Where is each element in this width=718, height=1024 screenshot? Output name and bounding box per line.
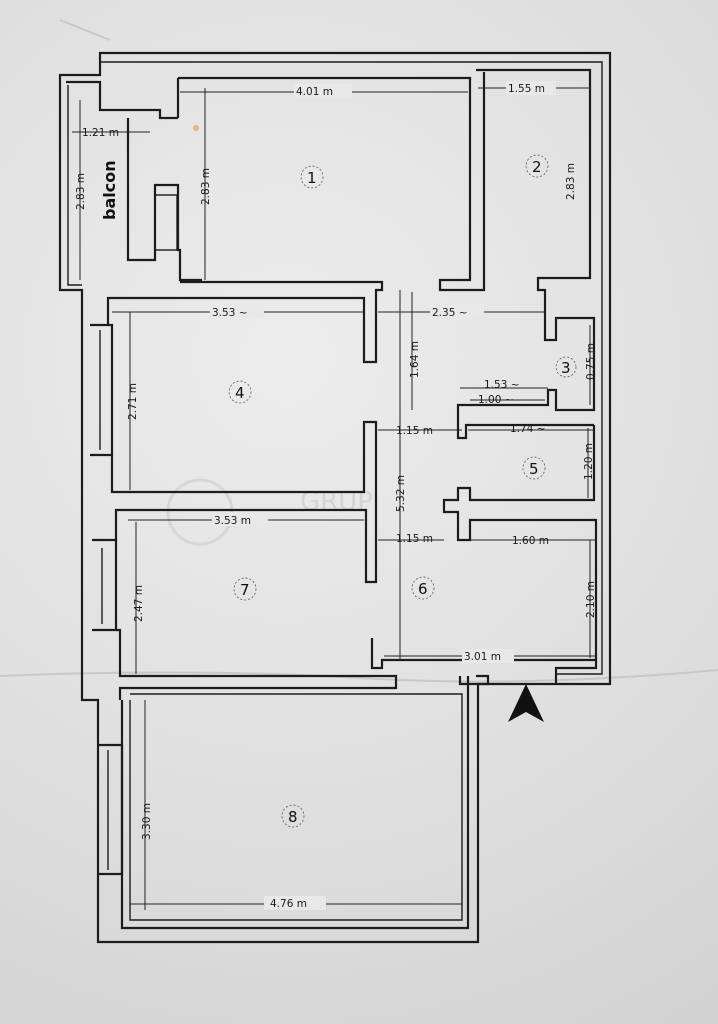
dim-room4-height: 2.71 m bbox=[127, 383, 139, 420]
dim-room3-width: 1.53 ~ bbox=[484, 379, 520, 391]
room-7-walls bbox=[92, 538, 398, 700]
dim-room1-width: 4.01 m bbox=[296, 86, 333, 98]
dim-hall-length: 5.32 m bbox=[395, 475, 407, 512]
dim-room5-width: 1.74 ~ bbox=[510, 423, 546, 435]
dim-hall-width: 2.35 ~ bbox=[432, 307, 468, 319]
dim-room8-height: 3.30 m bbox=[141, 803, 153, 840]
dim-room2-height: 2.83 m bbox=[565, 163, 577, 200]
room-2-label: 2 bbox=[532, 158, 542, 176]
room-6-walls bbox=[370, 638, 596, 686]
dimension-labels: 4.01 m 1.55 m 1.21 m 2.83 m 2.83 m 2.83 … bbox=[75, 81, 597, 910]
room-4-label: 4 bbox=[235, 384, 245, 402]
dim-room7-width: 3.53 m bbox=[214, 515, 251, 527]
dim-room3-width-inner: 1.00 ~ bbox=[478, 394, 514, 406]
dim-door-2: 1.15 m bbox=[396, 533, 433, 545]
room-1-walls bbox=[176, 72, 486, 292]
room-1-label: 1 bbox=[307, 169, 317, 187]
dim-room1-height: 2.83 m bbox=[200, 168, 212, 205]
north-arrow-icon bbox=[508, 684, 544, 722]
paper-stain bbox=[193, 125, 199, 131]
outer-walls bbox=[58, 51, 612, 944]
dim-room6-bottom: 3.01 m bbox=[464, 651, 501, 663]
room-5-walls bbox=[442, 425, 598, 684]
dim-room6-height: 2.10 m bbox=[585, 581, 597, 618]
dim-room8-width: 4.76 m bbox=[270, 898, 307, 910]
balcony-label: balcon bbox=[100, 160, 119, 220]
room-2-walls bbox=[476, 68, 592, 300]
room-3-walls bbox=[456, 300, 596, 440]
dim-hall-height: 1.64 m bbox=[409, 341, 421, 378]
dim-balcony-width: 1.21 m bbox=[82, 127, 119, 139]
dim-door-1: 1.15 m bbox=[396, 425, 433, 437]
dim-room3-height: 0.75 m bbox=[585, 343, 597, 380]
dim-room7-height: 2.47 m bbox=[133, 585, 145, 622]
dim-room6-width: 1.60 m bbox=[512, 535, 549, 547]
room-5-label: 5 bbox=[529, 460, 539, 478]
room-8-label: 8 bbox=[288, 808, 298, 826]
paper-crease bbox=[0, 669, 718, 683]
room-numbers: 1 2 3 4 5 6 7 8 bbox=[228, 154, 577, 828]
room-8-walls bbox=[98, 676, 470, 930]
room-3-label: 3 bbox=[561, 359, 571, 377]
dim-balcony-height: 2.83 m bbox=[75, 173, 87, 210]
room-6-label: 6 bbox=[418, 580, 428, 598]
room-7-label: 7 bbox=[240, 581, 250, 599]
dim-room2-width: 1.55 m bbox=[508, 83, 545, 95]
balcony bbox=[66, 80, 202, 286]
paper-crease bbox=[59, 19, 111, 41]
room-4-walls bbox=[90, 280, 384, 584]
dim-room5-height: 1.20 m bbox=[583, 443, 595, 480]
dim-room4-width: 3.53 ~ bbox=[212, 307, 248, 319]
